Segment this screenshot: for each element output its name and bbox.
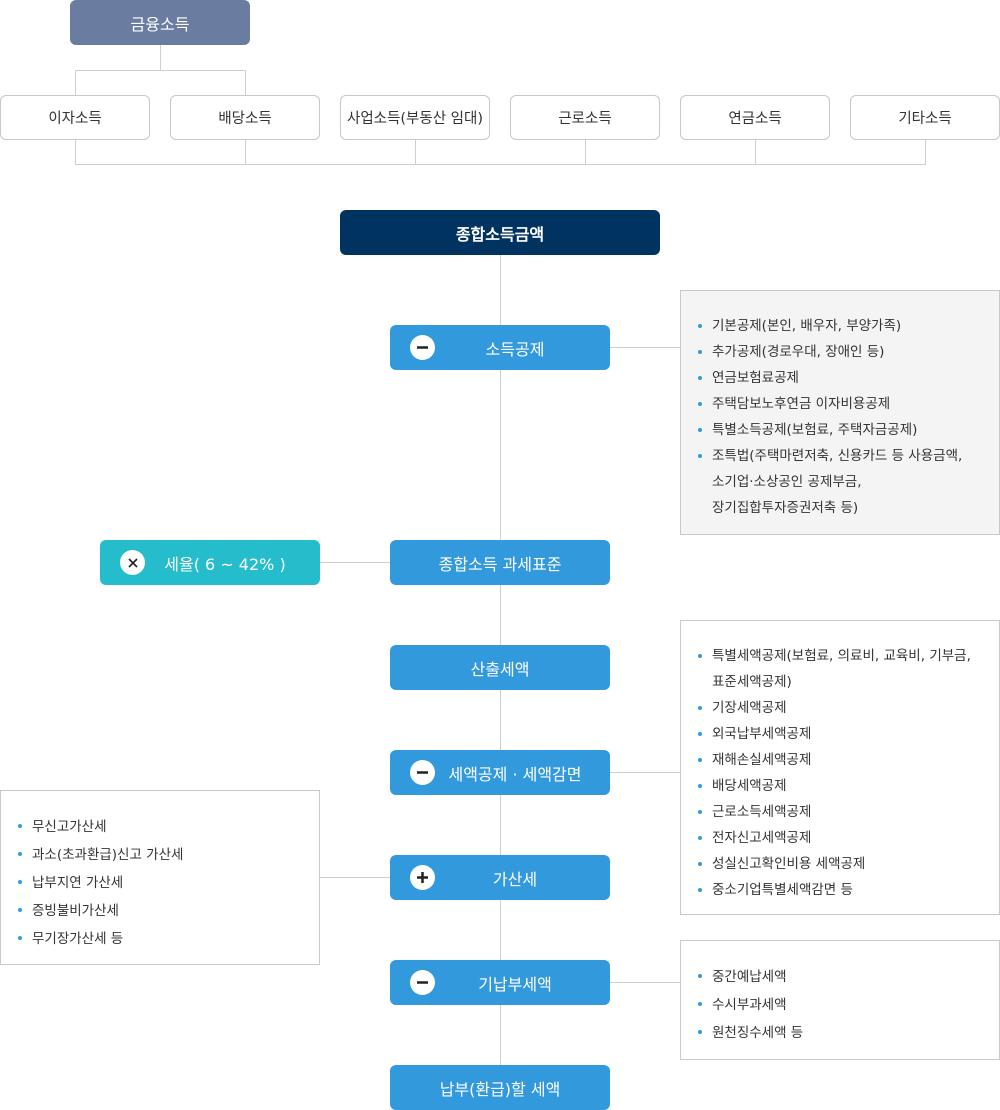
step-label: 소득공제	[485, 339, 545, 359]
list-item: 중간예납세액	[697, 963, 985, 991]
income-deduction-list: 기본공제(본인, 배우자, 부양가족) 추가공제(경로우대, 장애인 등) 연금…	[680, 290, 1000, 535]
list-item: 배당세액공제	[697, 773, 985, 799]
income-source-label: 기타소득	[898, 111, 952, 127]
minus-icon	[410, 335, 435, 360]
connector	[75, 70, 246, 71]
step-label: 기납부세액	[478, 974, 552, 994]
minus-icon	[410, 970, 435, 995]
penalty-tax-list: 무신고가산세 과소(초과환급)신고 가산세 납부지연 가산세 증빙불비가산세 무…	[0, 790, 320, 965]
connector	[320, 877, 390, 878]
step-final-tax: 납부(환급)할 세액	[390, 1065, 610, 1110]
step-label: 세액공제 · 세액감면	[448, 764, 582, 784]
connector	[610, 347, 680, 348]
prepaid-tax-list: 중간예납세액 수시부과세액 원천징수세액 등	[680, 940, 1000, 1060]
list-item: 재해손실세액공제	[697, 747, 985, 773]
income-source-employment: 근로소득	[510, 95, 660, 140]
income-source-dividend: 배당소득	[170, 95, 320, 140]
income-source-interest: 이자소득	[0, 95, 150, 140]
minus-icon	[410, 760, 435, 785]
list-item: 과소(초과환급)신고 가산세	[17, 841, 305, 869]
step-tax-credit: 세액공제 · 세액감면	[390, 750, 610, 795]
income-source-label: 사업소득(부동산 임대)	[347, 111, 483, 127]
list-item: 추가공제(경로우대, 장애인 등)	[697, 339, 985, 365]
connector	[610, 772, 680, 773]
list-item: 무기장가산세 등	[17, 925, 305, 953]
list-item: 무신고가산세	[17, 813, 305, 841]
connector	[75, 70, 76, 95]
list-item: 납부지연 가산세	[17, 869, 305, 897]
list-item: 전자신고세액공제	[697, 825, 985, 851]
list-item: 중소기업특별세액감면 등	[697, 877, 985, 903]
step-income-deduction: 소득공제	[390, 325, 610, 370]
list-item: 근로소득세액공제	[697, 799, 985, 825]
connector	[585, 140, 586, 164]
connector	[245, 70, 246, 95]
list-item: 기본공제(본인, 배우자, 부양가족)	[697, 313, 985, 339]
list-item-continuation: 장기집합투자증권저축 등)	[712, 500, 859, 516]
connector	[245, 140, 246, 164]
connector	[755, 140, 756, 164]
list-item-text: 특별세액공제(보험료, 의료비, 교육비, 기부금,	[712, 648, 971, 664]
list-item-continuation: 소기업·소상공인 공제부금,	[712, 474, 862, 490]
income-source-label: 이자소득	[48, 111, 102, 127]
times-icon	[120, 550, 145, 575]
list-item: 조특법(주택마련저축, 신용카드 등 사용금액,	[697, 443, 985, 469]
connector	[160, 45, 161, 70]
tax-rate-label: 세율( 6 ~ 42% )	[164, 554, 286, 574]
step-prepaid-tax: 기납부세액	[390, 960, 610, 1005]
income-source-other: 기타소득	[850, 95, 1000, 140]
list-item: 증빙불비가산세	[17, 897, 305, 925]
list-item: 특별소득공제(보험료, 주택자금공제)	[697, 417, 985, 443]
income-source-label: 연금소득	[728, 111, 782, 127]
connector	[75, 140, 76, 164]
income-source-business: 사업소득(부동산 임대)	[340, 95, 490, 140]
connector	[415, 140, 416, 164]
list-item: 특별세액공제(보험료, 의료비, 교육비, 기부금, 표준세액공제)	[697, 643, 985, 695]
plus-icon	[410, 865, 435, 890]
list-item: 연금보험료공제	[697, 365, 985, 391]
income-source-label: 근로소득	[558, 111, 612, 127]
step-computed-tax: 산출세액	[390, 645, 610, 690]
connector	[925, 140, 926, 164]
step-penalty-tax: 가산세	[390, 855, 610, 900]
income-source-pension: 연금소득	[680, 95, 830, 140]
step-tax-base: 종합소득 과세표준	[390, 540, 610, 585]
list-item-continuation: 표준세액공제)	[712, 674, 792, 690]
list-item: 기장세액공제	[697, 695, 985, 721]
income-source-label: 배당소득	[218, 111, 272, 127]
total-income-label: 종합소득금액	[455, 224, 545, 244]
list-item: 원천징수세액 등	[697, 1019, 985, 1047]
step-label: 가산세	[492, 869, 538, 889]
step-label: 산출세액	[470, 659, 530, 679]
step-label: 납부(환급)할 세액	[439, 1079, 561, 1099]
finance-income-label: 금융소득	[130, 14, 190, 34]
finance-income-box: 금융소득	[70, 0, 250, 45]
connector	[75, 164, 926, 165]
list-item: 성실신고확인비용 세액공제	[697, 851, 985, 877]
list-item: 외국납부세액공제	[697, 721, 985, 747]
list-item: 수시부과세액	[697, 991, 985, 1019]
tax-credit-list: 특별세액공제(보험료, 의료비, 교육비, 기부금, 표준세액공제) 기장세액공제…	[680, 620, 1000, 915]
connector	[320, 562, 390, 563]
step-label: 종합소득 과세표준	[438, 554, 562, 574]
connector	[610, 982, 680, 983]
list-item: 주택담보노후연금 이자비용공제	[697, 391, 985, 417]
tax-rate-box: 세율( 6 ~ 42% )	[100, 540, 320, 585]
total-income-box: 종합소득금액	[340, 210, 660, 255]
